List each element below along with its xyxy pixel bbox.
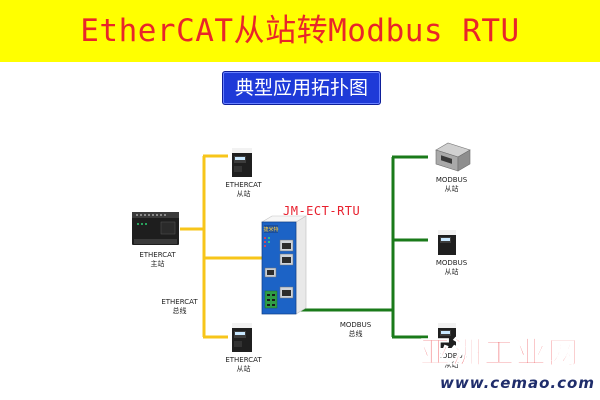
header-banner: [0, 0, 600, 62]
gateway-logo: 捷米特: [263, 226, 278, 233]
ethercat-slave-bottom-drive: [232, 323, 252, 352]
gateway-device: 捷米特: [260, 215, 308, 315]
watermark-url: www.cemao.com: [440, 374, 595, 392]
modbus-slave-top-label: MODBUS 从站: [435, 176, 468, 193]
ethercat-slave-top-drive: [232, 148, 252, 177]
modbus-slave-mid-label: MODBUS 从站: [435, 259, 468, 276]
ethercat-master-plc: [132, 212, 179, 245]
modbus-slave-bottom-label: MODBUS 从站: [435, 352, 468, 369]
ethercat-slave-bottom-label: ETHERCAT 从站: [225, 356, 262, 373]
master-label: ETHERCAT 主站: [139, 251, 176, 268]
watermark-brand: 亚洲工业网: [420, 336, 580, 371]
modbus-bus-lines: [296, 155, 428, 339]
ethercat-bus-lines: [180, 154, 262, 339]
modbus-slave-top-instrument: [435, 142, 471, 172]
page-title: EtherCAT从站转Modbus RTU: [80, 13, 520, 49]
modbus-slave-mid-drive: [438, 230, 456, 255]
ethercat-slave-top-label: ETHERCAT 从站: [225, 181, 262, 198]
diagram-subtitle: 典型应用拓扑图: [222, 71, 381, 105]
modbus-bus-label: MODBUS 总线: [339, 321, 372, 338]
modbus-slave-bottom-drive: [438, 323, 456, 348]
ethercat-bus-label: ETHERCAT 总线: [161, 298, 198, 315]
gateway-product-name: JM-ECT-RTU: [283, 204, 361, 218]
